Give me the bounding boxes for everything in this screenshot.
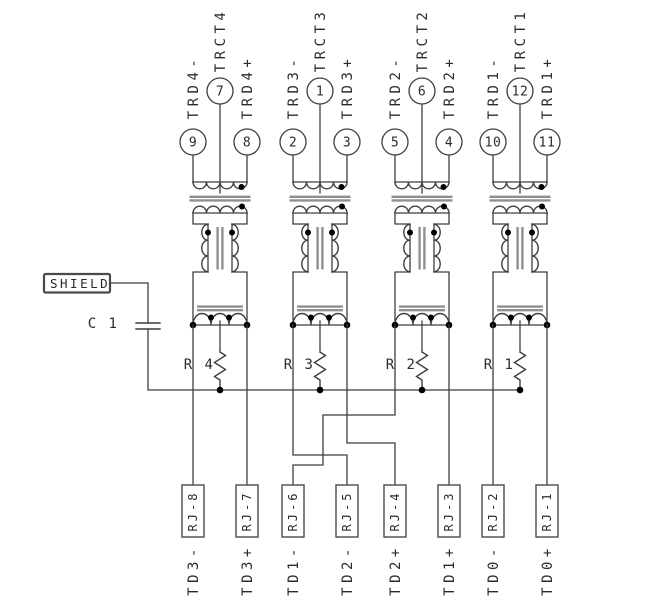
rj-pin-box <box>383 484 407 538</box>
winding-label: TRCT3 <box>313 8 329 73</box>
pin-number: 10 <box>485 136 502 151</box>
route-t2 <box>292 324 450 486</box>
rj-pin-label: RJ-5 <box>340 491 354 532</box>
rj-pin-label: RJ-3 <box>442 491 456 532</box>
route-t1 <box>492 324 548 486</box>
rj-pin-box <box>181 484 205 538</box>
transformer-3-labels: TRD3- TRCT3 TRD3+ 2 1 3 R 3 <box>284 8 356 373</box>
resistor-label: R 2 <box>386 357 417 373</box>
signal-label: TD2+ <box>388 544 404 596</box>
rj-pin-label: RJ-7 <box>240 491 254 532</box>
rj-pin-box <box>281 484 305 538</box>
rj-pin-label: RJ-1 <box>540 491 554 532</box>
pin-number: 7 <box>216 85 224 100</box>
capacitor-label: C 1 <box>88 316 119 332</box>
winding-label: TRD1+ <box>540 55 556 120</box>
rj-pin-box <box>481 484 505 538</box>
transformer-2 <box>380 76 464 395</box>
shield-label: SHIELD <box>50 276 110 291</box>
rj-pin-box <box>335 484 359 538</box>
route-t3 <box>292 324 396 486</box>
pin-number: 6 <box>418 85 426 100</box>
transformer-4-labels: TRD4- TRCT4 TRD4+ 9 7 8 R 4 <box>184 8 256 373</box>
rj-pin-box <box>437 484 461 538</box>
transformer-2-labels: TRD2- TRCT2 TRD2+ 5 6 4 R 2 <box>386 8 458 373</box>
winding-label: TRCT2 <box>415 8 431 73</box>
pin-number: 8 <box>243 136 251 151</box>
ground-bus <box>147 328 521 391</box>
pin-number: 5 <box>391 136 399 151</box>
signal-label: TD1- <box>286 544 302 596</box>
rj-pin-label: RJ-6 <box>286 491 300 532</box>
rj-pin-label: RJ-2 <box>486 491 500 532</box>
winding-label: TRD3+ <box>340 55 356 120</box>
winding-label: TRD1- <box>486 55 502 120</box>
pin-number: 1 <box>316 85 324 100</box>
output-routing <box>192 324 548 486</box>
signal-label: TD0- <box>486 544 502 596</box>
rj-pin-box <box>235 484 259 538</box>
winding-label: TRD2- <box>388 55 404 120</box>
pin-number: 12 <box>512 85 529 100</box>
rj-pin-label: RJ-8 <box>186 491 200 532</box>
signal-label: TD3- <box>186 544 202 596</box>
capacitor-plates <box>135 322 161 330</box>
transformer-4 <box>178 76 262 395</box>
route-t4 <box>192 324 248 486</box>
rj-pin-box <box>535 484 559 538</box>
winding-label: TRD4+ <box>240 55 256 120</box>
resistor-label: R 4 <box>184 357 215 373</box>
winding-label: TRD2+ <box>442 55 458 120</box>
rj-connectors: RJ-8 TD3- RJ-7 TD3+ RJ-6 TD1- RJ-5 TD2- … <box>181 484 559 596</box>
transformer-1 <box>478 76 562 395</box>
winding-label: TRD3- <box>286 55 302 120</box>
winding-label: TRCT4 <box>213 8 229 73</box>
signal-label: TD3+ <box>240 544 256 596</box>
pin-number: 4 <box>445 136 453 151</box>
shield-wire <box>109 282 149 324</box>
pin-number: 2 <box>289 136 297 151</box>
pin-number: 11 <box>539 136 556 151</box>
signal-label: TD2- <box>340 544 356 596</box>
winding-label: TRD4- <box>186 55 202 120</box>
rj-pin-label: RJ-4 <box>388 491 402 532</box>
resistor-label: R 1 <box>484 357 515 373</box>
resistor-label: R 3 <box>284 357 315 373</box>
transformer-3 <box>278 76 362 395</box>
signal-label: TD0+ <box>540 544 556 596</box>
pin-number: 9 <box>189 136 197 151</box>
pin-number: 3 <box>343 136 351 151</box>
signal-label: TD1+ <box>442 544 458 596</box>
transformer-1-labels: TRD1- TRCT1 TRD1+ 10 12 11 R 1 <box>484 8 556 373</box>
winding-label: TRCT1 <box>513 8 529 73</box>
shield-section: SHIELD C 1 <box>42 272 521 391</box>
